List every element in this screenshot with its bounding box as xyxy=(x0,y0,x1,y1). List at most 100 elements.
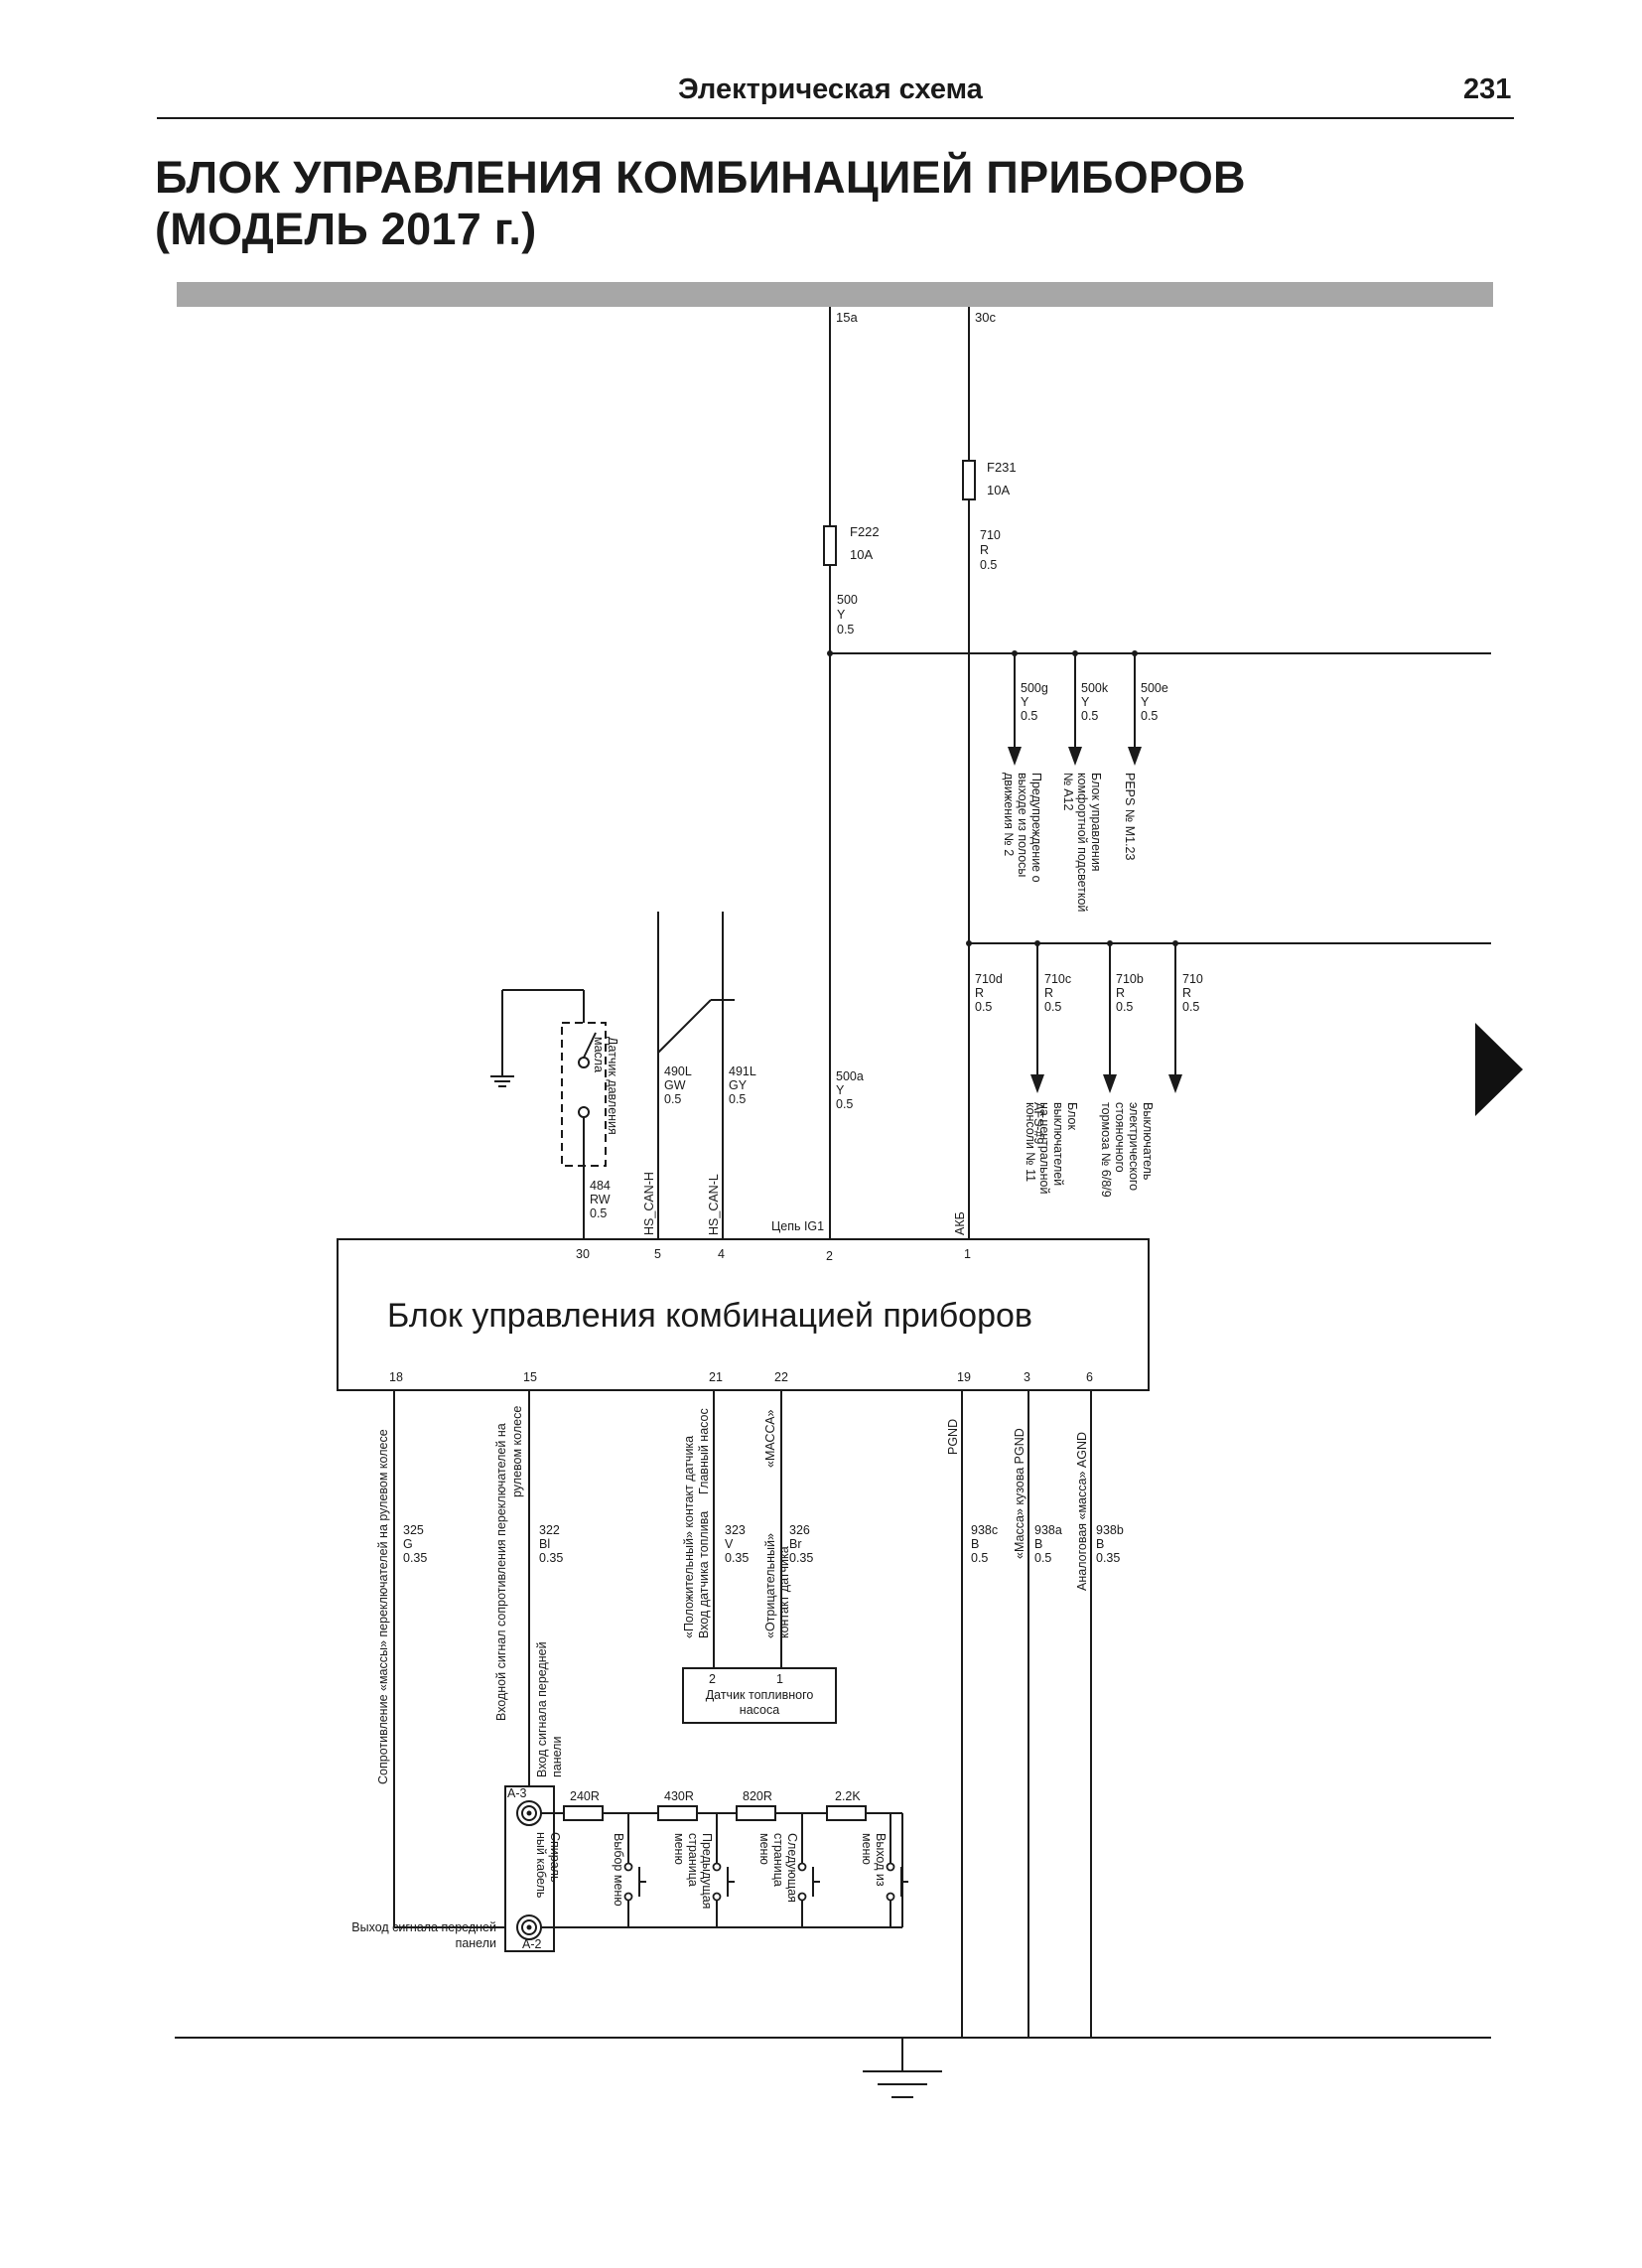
button-3-label-l3: меню xyxy=(757,1833,771,1865)
switch-next-page-icon xyxy=(797,1813,820,1927)
button-2-label-l3: меню xyxy=(672,1833,686,1865)
label-30c: 30c xyxy=(975,310,996,325)
button-2-label-l1: Предыдущая xyxy=(700,1833,714,1909)
dest-500g-l2: выходе из полосы xyxy=(1016,773,1029,877)
signal-can-l: HS_CAN-L xyxy=(707,1174,721,1235)
resistor-820r xyxy=(736,1805,776,1821)
button-4-label-l2: меню xyxy=(860,1833,874,1865)
branch-500k: 500k Y 0.5 Блок управления комфортной по… xyxy=(1061,650,1109,912)
instrument-cluster-module: Блок управления комбинацией приборов 30 … xyxy=(337,1238,1150,1391)
wire-938b-color: B xyxy=(1096,1537,1104,1551)
dest-710c-l1: AFS-#9 xyxy=(1031,1102,1045,1144)
wire-491L-num: 491L xyxy=(729,1064,756,1078)
wire-710d-num: 710d xyxy=(975,972,1003,986)
front-panel-output-l1: Выход сигнала передней xyxy=(351,1920,496,1934)
pin-4: 4 xyxy=(718,1247,725,1261)
page-title-line1: БЛОК УПРАВЛЕНИЯ КОМБИНАЦИЕЙ ПРИБОРОВ xyxy=(155,152,1246,203)
label-f222: F222 xyxy=(850,524,880,539)
header-rule xyxy=(157,117,1514,119)
wire-500-color: Y xyxy=(837,608,846,622)
ground-icon xyxy=(490,1075,514,1087)
wire-500a-size: 0.5 xyxy=(836,1097,853,1111)
wire-938a-size: 0.5 xyxy=(1034,1551,1051,1565)
switch-menu-select-icon xyxy=(623,1813,646,1927)
wire-500g-num: 500g xyxy=(1021,681,1048,695)
signal-akb: АКБ xyxy=(953,1211,967,1235)
signal-15-l2: рулевом колесе xyxy=(510,1406,524,1497)
front-panel-input-l1: Вход сигнала передней xyxy=(535,1641,549,1777)
branch-710b: 710b R 0.5 Блок выключателей на централь… xyxy=(1024,940,1144,1194)
pin-5: 5 xyxy=(654,1247,661,1261)
front-panel-input-l2: панели xyxy=(550,1737,564,1777)
wire-490L-num: 490L xyxy=(664,1064,692,1078)
signal-3: «Масса» кузова PGND xyxy=(1013,1428,1026,1559)
signal-18: Сопротивление «массы» переключателей на … xyxy=(376,1429,390,1784)
dest-710b-l4: консоли № 11 xyxy=(1024,1102,1037,1182)
button-3-label-l1: Следующая xyxy=(785,1833,799,1903)
fuse-f222 xyxy=(823,525,837,566)
dest-710b-l2: выключателей xyxy=(1051,1102,1065,1186)
wire-938b-num: 938b xyxy=(1096,1523,1124,1537)
pin-6: 6 xyxy=(1086,1370,1093,1384)
bottom-wiring xyxy=(175,1390,1491,2071)
label-f231: F231 xyxy=(987,460,1017,475)
wire-500e-color: Y xyxy=(1141,695,1150,709)
next-page-arrow-icon[interactable] xyxy=(1475,1023,1523,1116)
fuel-pump-sensor: 2 1 Датчик топливного насоса xyxy=(682,1667,837,1724)
cable-label-l2: ный кабель xyxy=(534,1832,548,1898)
can-bus: 490L GW 0.5 491L GY 0.5 500a Y 0.5 xyxy=(657,912,864,1239)
wire-325-color: G xyxy=(403,1537,413,1551)
signal-21-l3: Главный насос xyxy=(697,1408,711,1494)
front-panel-output-l2: панели xyxy=(456,1936,496,1950)
branch-500g: 500g Y 0.5 Предупреждение о выходе из по… xyxy=(1002,650,1048,883)
resistor-3-label: 820R xyxy=(743,1789,772,1803)
section-header: Электрическая схема xyxy=(678,73,983,105)
wire-323-color: V xyxy=(725,1537,734,1551)
wire-500-num: 500 xyxy=(837,593,858,607)
dest-500g-l1: Предупреждение о xyxy=(1029,773,1043,883)
signal-22-l1: «МАССА» xyxy=(763,1409,777,1468)
wire-710c-num: 710c xyxy=(1044,972,1071,986)
fuel-sensor-label-l1: Датчик топливного xyxy=(706,1688,814,1702)
rail-15a: 15a F222 10A 500 Y 0.5 xyxy=(823,307,1491,1239)
signal-19: PGND xyxy=(946,1419,960,1455)
dest-500g-l3: движения № 2 xyxy=(1002,773,1016,856)
wire-710b-num: 710b xyxy=(1116,972,1144,986)
dest-710-l3: стояночного xyxy=(1113,1102,1127,1173)
bottom-signal-labels: Сопротивление «массы» переключателей на … xyxy=(376,1406,1089,1784)
pin-2: 2 xyxy=(826,1249,833,1263)
wire-710d-color: R xyxy=(975,986,984,1000)
wire-323-size: 0.35 xyxy=(725,1551,749,1565)
wire-710c-color: R xyxy=(1044,986,1053,1000)
wire-938c-num: 938c xyxy=(971,1523,998,1537)
cable-label-l1: Спираль- xyxy=(548,1832,562,1887)
wire-491L-size: 0.5 xyxy=(729,1092,746,1106)
wire-323-num: 323 xyxy=(725,1523,746,1537)
branch-710: 710 R 0.5 Выключатель электрического сто… xyxy=(1099,940,1203,1198)
dest-500k-l1: Блок управления xyxy=(1089,773,1103,872)
wire-490L-color: GW xyxy=(664,1078,686,1092)
wire-710b-size: 0.5 xyxy=(1116,1000,1133,1014)
pin-21: 21 xyxy=(709,1370,723,1384)
wire-500-size: 0.5 xyxy=(837,623,854,637)
wire-500e-num: 500e xyxy=(1141,681,1168,695)
wire-938c-color: B xyxy=(971,1537,979,1551)
resistor-2-label: 430R xyxy=(664,1789,694,1803)
module-name: Блок управления комбинацией приборов xyxy=(387,1297,1032,1335)
dest-710-l4: тормоза № 6/8/9 xyxy=(1099,1102,1113,1198)
signal-ig1: Цепь IG1 xyxy=(771,1219,824,1233)
signal-15-l1: Входной сигнал сопротивления переключате… xyxy=(494,1423,508,1721)
button-4-label-l1: Выход из xyxy=(874,1833,888,1887)
pin-30: 30 xyxy=(576,1247,590,1261)
button-1-label: Выбор меню xyxy=(612,1833,625,1907)
signal-21-l2: Вход датчика топлива xyxy=(697,1511,711,1638)
switch-prev-page-icon xyxy=(712,1813,735,1927)
wire-938a-color: B xyxy=(1034,1537,1042,1551)
dest-710b-l1: Блок xyxy=(1065,1102,1079,1130)
dest-500k-l3: № A12 xyxy=(1061,773,1075,810)
fuel-sensor-label-l2: насоса xyxy=(740,1703,779,1717)
signal-21-l1: «Положительный» контакт датчика xyxy=(682,1436,696,1638)
wire-322-color: Bl xyxy=(539,1537,550,1551)
